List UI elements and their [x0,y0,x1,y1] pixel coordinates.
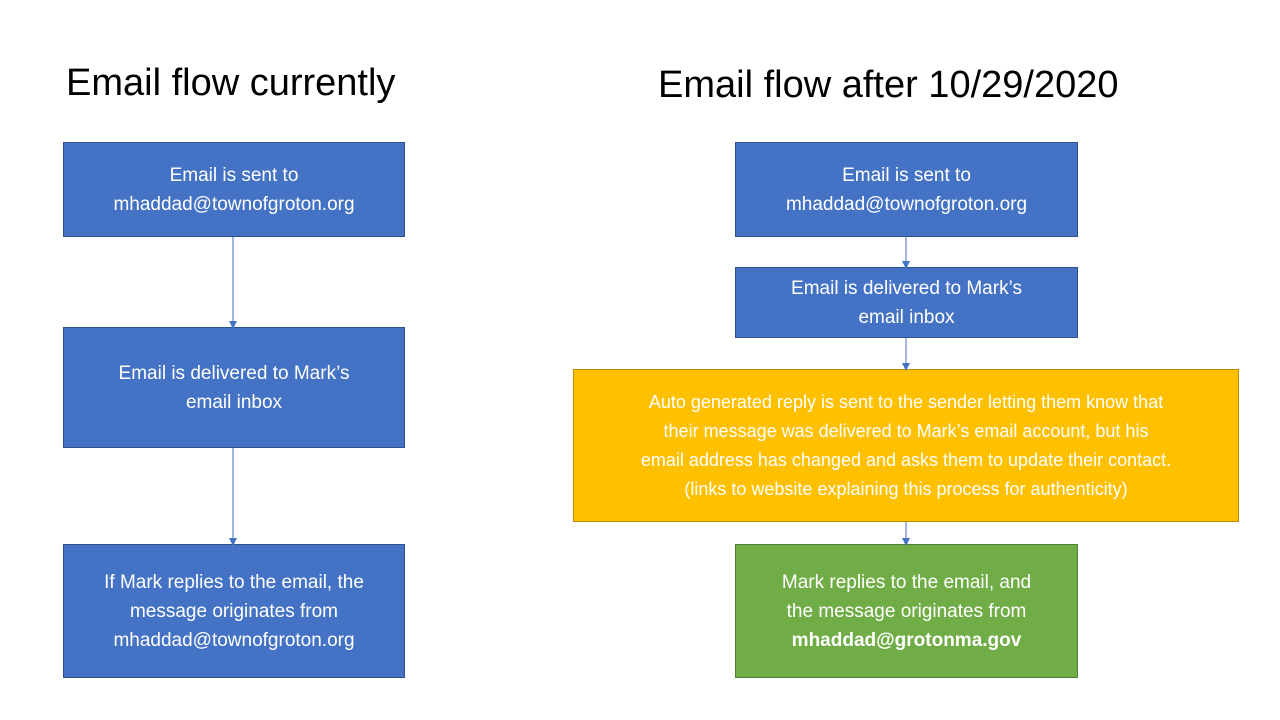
box-text-line: email inbox [185,391,283,413]
box-text-line: Email is sent to [169,164,299,186]
box-text-line: (links to website explaining this proces… [684,478,1128,499]
left-flow-title: Email flow currently [66,62,396,104]
right-step-auto-reply: Auto generated reply is sent to the send… [573,369,1239,522]
right-flow-title: Email flow after 10/29/2020 [658,64,1119,106]
right-step-delivered-inbox: Email is delivered to Mark’s email inbox [735,267,1078,338]
left-step-delivered-inbox: Email is delivered to Mark’s email inbox [63,327,405,448]
left-step-mark-replies: If Mark replies to the email, the messag… [63,544,405,678]
left-step-email-sent: Email is sent to mhaddad@townofgroton.or… [63,142,405,237]
right-step-email-sent: Email is sent to mhaddad@townofgroton.or… [735,142,1078,237]
box-text-line: Email is sent to [842,164,971,186]
box-text-line: Email is delivered to Mark’s [791,277,1022,299]
box-text-line: mhaddad@townofgroton.org [785,193,1028,215]
box-text-line: Auto generated reply is sent to the send… [648,391,1164,412]
box-text-line: their message was delivered to Mark’s em… [663,420,1149,441]
box-text-line: the message originates from [786,600,1027,622]
box-text-line: email address has changed and asks them … [640,449,1172,470]
box-text-line: Email is delivered to Mark’s [118,362,350,384]
box-text-line: If Mark replies to the email, the [104,571,364,593]
box-text-line: message originates from [129,600,339,622]
new-email-address: mhaddad@grotonma.gov [791,629,1022,651]
box-text-line: Mark replies to the email, and [781,571,1032,593]
box-text-line: mhaddad@townofgroton.org [113,193,355,215]
box-text-line: email inbox [858,306,955,328]
box-text-line: mhaddad@townofgroton.org [113,629,355,651]
